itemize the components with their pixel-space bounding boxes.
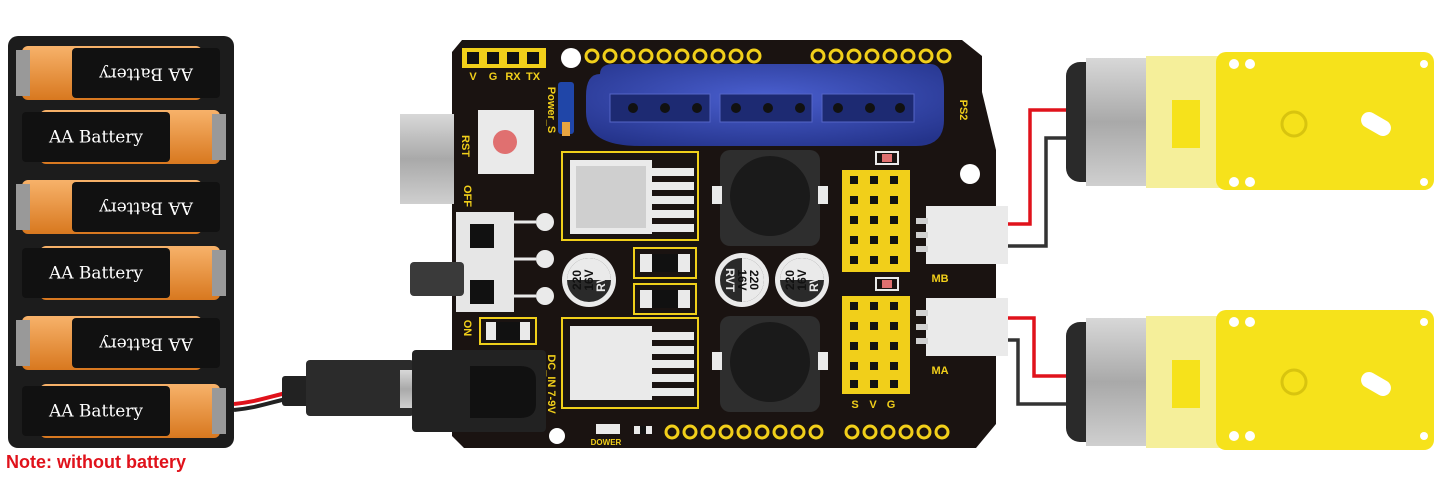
capacitor: 220 16V RVT	[775, 253, 829, 307]
capacitor: 220 16V RVT	[715, 253, 769, 307]
dc-in-label: DC_IN 7-9V	[545, 354, 557, 414]
battery-label: AA Battery	[48, 264, 143, 284]
ps2-socket: PS2	[586, 64, 969, 146]
battery-cell: AA Battery	[22, 246, 226, 300]
pin-label: G	[489, 71, 498, 83]
inductor	[712, 150, 828, 246]
motor-b	[1066, 52, 1434, 190]
motor-driver-board: V G RX TX Power_S RST	[400, 40, 1008, 448]
reset-label: RST	[459, 135, 471, 157]
battery-cell: AA Battery	[22, 384, 226, 438]
note-text: Note: without battery	[6, 452, 186, 473]
capacitor: 220 16V RVT	[562, 253, 616, 307]
usb-port	[400, 114, 454, 204]
power-switch-label: Power_S	[545, 87, 557, 133]
pin-label: RX	[505, 71, 521, 83]
off-label: OFF	[461, 185, 473, 207]
pin-label: TX	[526, 71, 541, 83]
battery-pack: AA Battery AA Battery AA Battery AA Batt…	[8, 36, 234, 448]
servo-label: G	[887, 399, 896, 411]
svg-text:RVT: RVT	[807, 267, 821, 291]
battery-label: AA Battery	[48, 402, 143, 422]
inductor	[712, 316, 828, 412]
battery-label: AA Battery	[48, 128, 143, 148]
battery-label: AA Battery	[99, 198, 194, 218]
on-label: ON	[461, 320, 473, 337]
servo-label: V	[869, 399, 877, 411]
battery-cable	[234, 360, 430, 416]
battery-cell: AA Battery	[22, 110, 226, 164]
svg-text:RVT: RVT	[723, 268, 737, 292]
motor-b-label: MB	[931, 273, 948, 285]
motor-wires	[1008, 110, 1070, 404]
battery-label: AA Battery	[99, 64, 194, 84]
battery-cell: AA Battery	[16, 180, 220, 234]
svg-text:RVT: RVT	[594, 267, 608, 291]
pin-header-lower: S V G	[842, 278, 910, 411]
motor-a-label: MA	[931, 365, 948, 377]
power-led-label: DOWER	[591, 438, 622, 447]
battery-cell: AA Battery	[16, 316, 220, 370]
pin-header-upper	[842, 152, 910, 272]
motor-a	[1066, 310, 1434, 450]
battery-cell: AA Battery	[16, 46, 220, 100]
servo-label: S	[851, 399, 858, 411]
battery-label: AA Battery	[99, 334, 194, 354]
power-switch[interactable]: Power_S	[545, 82, 574, 136]
pin-label: V	[469, 71, 477, 83]
ps2-label: PS2	[957, 100, 969, 121]
